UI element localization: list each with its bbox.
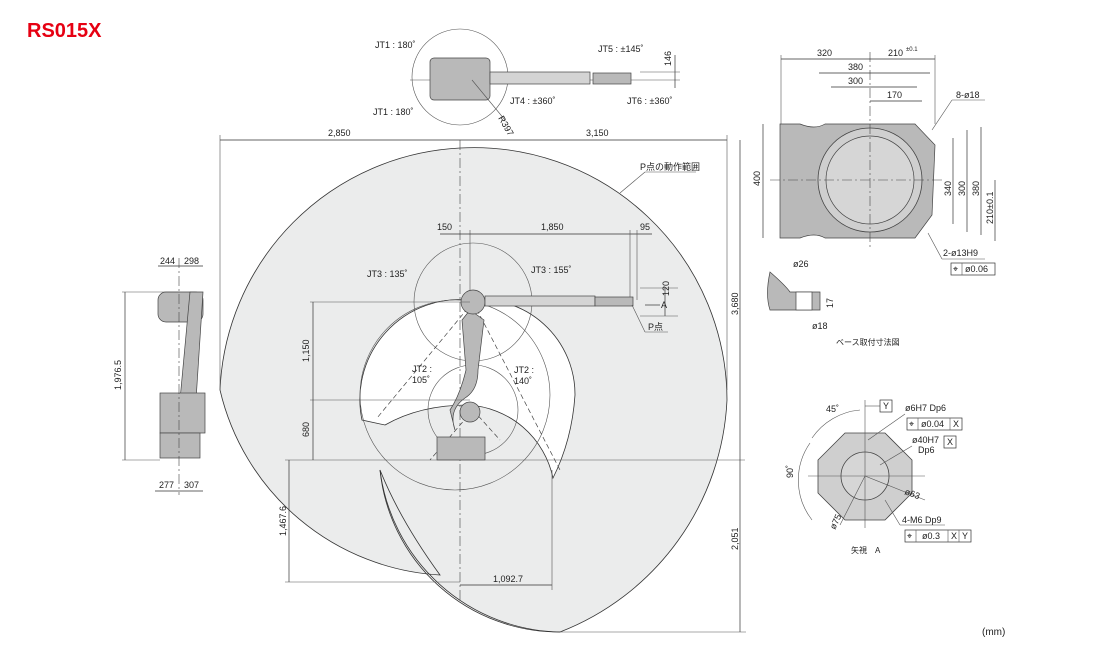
base-dim-300-vertical: 300	[957, 181, 967, 196]
dim-277: 277	[159, 480, 174, 490]
base-holes-label: 8-ø18	[956, 90, 980, 100]
dim-1850: 1,850	[541, 222, 564, 232]
datum-x: X	[947, 437, 953, 447]
dim-95: 95	[640, 222, 650, 232]
jt2-left-label-2: 105˚	[412, 375, 430, 385]
dim-146: 146	[663, 51, 673, 66]
dim-2051: 2,051	[730, 527, 740, 550]
dim-1092-7: 1,092.7	[493, 574, 523, 584]
dim-120: 120	[661, 281, 671, 296]
pin-holes-label: 2-ø13H9	[943, 248, 978, 258]
view-a-marker: A	[661, 300, 667, 310]
dim-244: 244	[160, 256, 175, 266]
position-tolerance-symbol: ⌖	[909, 419, 914, 429]
dim-680: 680	[301, 422, 311, 437]
tap-4-m6: 4-M6 Dp9	[902, 515, 942, 525]
jt5-label: JT5 : ±145˚	[598, 44, 643, 54]
jt2-right-label-1: JT2 :	[514, 365, 534, 375]
dim-1467-6: 1,467.6	[278, 506, 288, 536]
base-mounting-view: 320 210 ±0.1 380 300 170 8-ø18 400 340 3…	[752, 47, 996, 347]
detail-d26: ø26	[793, 259, 809, 269]
jt1-lower-label: JT1 : 180˚	[373, 107, 414, 117]
dim-3680: 3,680	[730, 292, 740, 315]
angle-90: 90˚	[785, 465, 795, 478]
front-view: 244 298 1,976.5 277 307	[113, 256, 206, 495]
dim-298: 298	[184, 256, 199, 266]
bore-40h7: ø40H7	[912, 435, 939, 445]
tolerance-03: ø0.3	[922, 531, 940, 541]
dim-150: 150	[437, 222, 452, 232]
jt3-right-label: JT3 : 155˚	[531, 265, 572, 275]
datum-y: Y	[883, 401, 889, 411]
pin-tolerance: ø0.06	[965, 264, 988, 274]
top-view: R397 JT1 : 180˚ JT1 : 180˚ JT4 : ±360˚ J…	[373, 28, 680, 138]
base-dim-340: 340	[943, 181, 953, 196]
position-tolerance-symbol: ⌖	[953, 264, 958, 274]
hole-6h7: ø6H7 Dp6	[905, 403, 946, 413]
position-tolerance-symbol: ⌖	[907, 531, 912, 541]
dim-1976-5: 1,976.5	[113, 360, 123, 390]
base-dim-210: 210	[888, 48, 903, 58]
dim-1150: 1,150	[301, 339, 311, 362]
base-detail-caption: ベース取付寸法図	[836, 337, 900, 347]
base-dim-210-tolerance: ±0.1	[906, 47, 918, 53]
range-label: P点の動作範囲	[640, 161, 700, 172]
base-dim-300: 300	[848, 76, 863, 86]
units-label: (mm)	[982, 627, 1006, 638]
detail-17: 17	[825, 298, 835, 308]
model-title: RS015X	[27, 20, 102, 42]
base-dim-380-vertical: 380	[971, 181, 981, 196]
bore-depth: Dp6	[918, 445, 935, 455]
jt2-right-label-2: 140˚	[514, 376, 532, 386]
flange-view-a: 45˚ 90˚ Y ø6H7 Dp6 ⌖ ø0.04 X ø40H7 Dp6 X…	[785, 399, 972, 555]
jt3-left-label: JT3 : 135˚	[367, 269, 408, 279]
base-dim-170: 170	[887, 90, 902, 100]
base-dim-380: 380	[848, 62, 863, 72]
tolerance-004: ø0.04	[921, 419, 944, 429]
base-dim-210-vertical: 210±0.1	[985, 192, 995, 224]
angle-45: 45˚	[826, 404, 839, 414]
datum-x-ref-1: X	[953, 419, 959, 429]
jt1-upper-label: JT1 : 180˚	[375, 40, 416, 50]
base-dim-320: 320	[817, 48, 832, 58]
pcd-63: ø63	[903, 486, 921, 501]
side-view: 2,850 3,150 P点の動作範囲 150 1,850 95 JT3 : 1…	[219, 128, 746, 633]
view-a-caption: 矢視 A	[851, 545, 881, 555]
base-dim-400: 400	[752, 171, 762, 186]
dim-307: 307	[184, 480, 199, 490]
dim-3150: 3,150	[586, 128, 609, 138]
detail-d18: ø18	[812, 321, 828, 331]
jt4-label: JT4 : ±360˚	[510, 96, 555, 106]
radius-r397: R397	[496, 114, 515, 138]
jt6-label: JT6 : ±360˚	[627, 96, 672, 106]
dim-2850: 2,850	[328, 128, 351, 138]
jt2-left-label-1: JT2 :	[412, 364, 432, 374]
p-point-label: P点	[648, 322, 663, 332]
datum-y-ref: Y	[962, 531, 968, 541]
datum-x-ref-2: X	[951, 531, 957, 541]
